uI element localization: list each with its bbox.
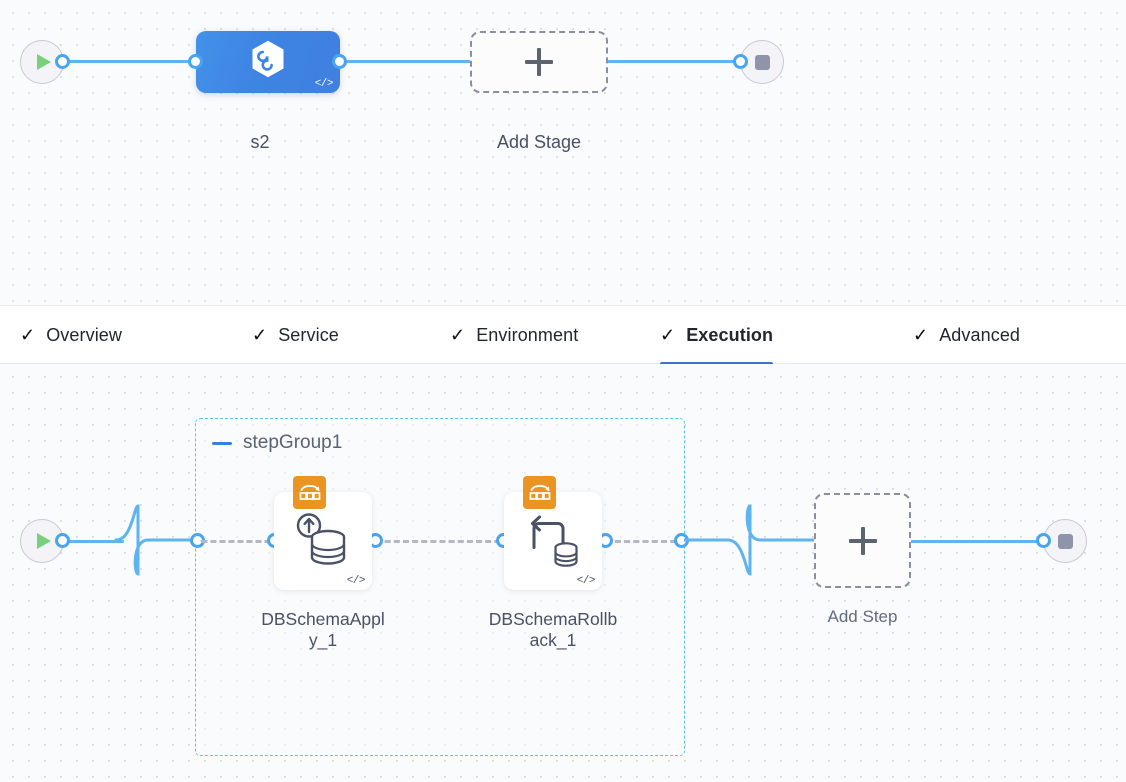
step-label-dbschemarollback: DBSchemaRollb ack_1: [473, 609, 633, 650]
play-icon: [37, 533, 51, 549]
tab-label: Overview: [46, 324, 123, 345]
tab-label: Advanced: [939, 324, 1021, 345]
execution-start-node[interactable]: [20, 519, 64, 563]
database-rollback-icon: [522, 509, 584, 576]
connector-addstep-to-end: [910, 540, 1050, 543]
check-icon: ✓: [20, 325, 36, 345]
check-icon: ✓: [660, 325, 676, 345]
db-schema-badge-icon: [293, 476, 326, 509]
tab-service[interactable]: ✓ Service: [252, 306, 339, 364]
connector-start-to-stage: [62, 60, 210, 63]
database-apply-icon: [292, 509, 354, 576]
harness-hexagon-icon: [246, 38, 290, 87]
db-schema-badge-icon: [523, 476, 556, 509]
code-icon[interactable]: </>: [314, 78, 334, 90]
end-input-port[interactable]: [733, 54, 748, 69]
connector-step2-to-groupexit: [604, 540, 682, 543]
tab-label: Environment: [476, 324, 579, 345]
group-exit-splitter: [684, 504, 818, 576]
tab-advanced[interactable]: ✓ Advanced: [913, 306, 1020, 364]
group-entry-splitter: [114, 504, 202, 576]
code-icon[interactable]: </>: [346, 575, 366, 587]
stage-node-s2[interactable]: </>: [196, 31, 340, 93]
connector-stage-to-addstage: [332, 60, 480, 63]
plus-icon: [525, 48, 553, 76]
execution-canvas[interactable]: stepGroup1: [0, 364, 1126, 782]
stage-label: s2: [250, 132, 270, 152]
step-node-dbschemarollback[interactable]: </>: [504, 476, 602, 590]
tab-environment[interactable]: ✓ Environment: [450, 306, 578, 364]
add-stage-button[interactable]: [470, 31, 608, 93]
stage-canvas[interactable]: </> s2 Add Stage: [0, 0, 1126, 305]
stage-input-port[interactable]: [188, 54, 203, 69]
connector-addstage-to-end: [600, 60, 752, 63]
check-icon: ✓: [252, 325, 268, 345]
step-label-line2: ack_1: [529, 629, 577, 650]
stage-output-port[interactable]: [332, 54, 347, 69]
execution-end-input-port[interactable]: [1036, 533, 1051, 548]
step-label-line1: DBSchemaRollb: [488, 609, 618, 629]
tab-label: Execution: [686, 324, 774, 345]
add-stage-label: Add Stage: [496, 132, 582, 152]
play-icon: [37, 54, 51, 70]
connector-step1-to-step2: [374, 540, 506, 543]
tab-overview[interactable]: ✓ Overview: [20, 306, 122, 364]
minus-icon[interactable]: [212, 441, 232, 445]
pipeline-start-node[interactable]: [20, 40, 64, 84]
stop-icon: [1057, 533, 1073, 549]
step-label-dbschemaapply: DBSchemaAppl y_1: [243, 609, 403, 650]
step-group-stepGroup1[interactable]: [195, 418, 685, 756]
check-icon: ✓: [450, 325, 466, 345]
tab-execution[interactable]: ✓ Execution: [660, 306, 774, 365]
connector-start-to-group: [62, 540, 124, 543]
check-icon: ✓: [913, 325, 929, 345]
step-group-label: stepGroup1: [243, 432, 343, 453]
stop-icon: [754, 54, 770, 70]
plus-icon: [848, 526, 877, 555]
step-label-line2: y_1: [308, 629, 338, 650]
tab-label: Service: [278, 324, 339, 345]
stage-tabs[interactable]: ✓ Overview ✓ Service ✓ Environment ✓ Exe…: [0, 305, 1126, 365]
execution-start-output-port[interactable]: [55, 533, 70, 548]
step-node-dbschemaapply[interactable]: </>: [274, 476, 372, 590]
add-step-label: Add Step: [827, 607, 898, 626]
start-output-port[interactable]: [55, 54, 70, 69]
step-group-header[interactable]: stepGroup1: [212, 432, 342, 454]
code-icon[interactable]: </>: [576, 575, 596, 587]
step-label-line1: DBSchemaAppl: [261, 609, 385, 629]
add-step-button[interactable]: [814, 493, 911, 588]
connector-port-to-step1: [200, 540, 276, 543]
